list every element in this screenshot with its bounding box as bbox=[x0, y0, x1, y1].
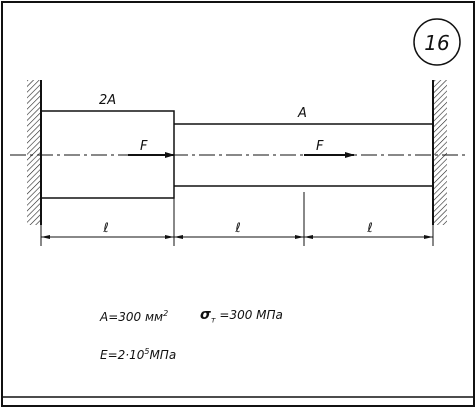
problem-number: 16 bbox=[424, 31, 449, 55]
dimension-arrow-1b bbox=[165, 235, 174, 239]
dimension-arrow-3b bbox=[424, 235, 433, 239]
sigma-subscript: т bbox=[210, 315, 216, 325]
problem-number-circle bbox=[413, 18, 461, 66]
right-wall-hatch bbox=[433, 80, 447, 225]
given-modulus-prefix: E=2·10 bbox=[100, 348, 145, 362]
dimension-arrow-2b bbox=[295, 235, 304, 239]
force-label-right: F bbox=[316, 139, 324, 154]
given-yield-value: =300 МПа bbox=[219, 308, 283, 322]
area-label-a: A bbox=[297, 106, 307, 121]
given-modulus-unit: МПа bbox=[149, 348, 177, 362]
force-label-left: F bbox=[140, 139, 148, 154]
given-yield-stress: σт =300 МПа bbox=[200, 307, 283, 324]
left-wall-hatch bbox=[27, 80, 41, 225]
length-label-1: ℓ bbox=[102, 221, 108, 236]
given-area-exp: 2 bbox=[163, 309, 169, 318]
area-label-2a: 2A bbox=[99, 93, 116, 108]
given-area-text: A=300 мм bbox=[100, 310, 164, 324]
given-modulus: E=2·105МПа bbox=[100, 347, 176, 362]
given-area: A=300 мм2 bbox=[100, 309, 168, 324]
length-label-2: ℓ bbox=[234, 221, 240, 236]
dimension-arrow-2a bbox=[174, 235, 183, 239]
dimension-arrow-1a bbox=[41, 235, 50, 239]
sigma-symbol: σ bbox=[200, 307, 211, 323]
dimension-arrow-3a bbox=[304, 235, 313, 239]
length-label-3: ℓ bbox=[366, 221, 372, 236]
given-modulus-exp: 5 bbox=[144, 347, 150, 356]
